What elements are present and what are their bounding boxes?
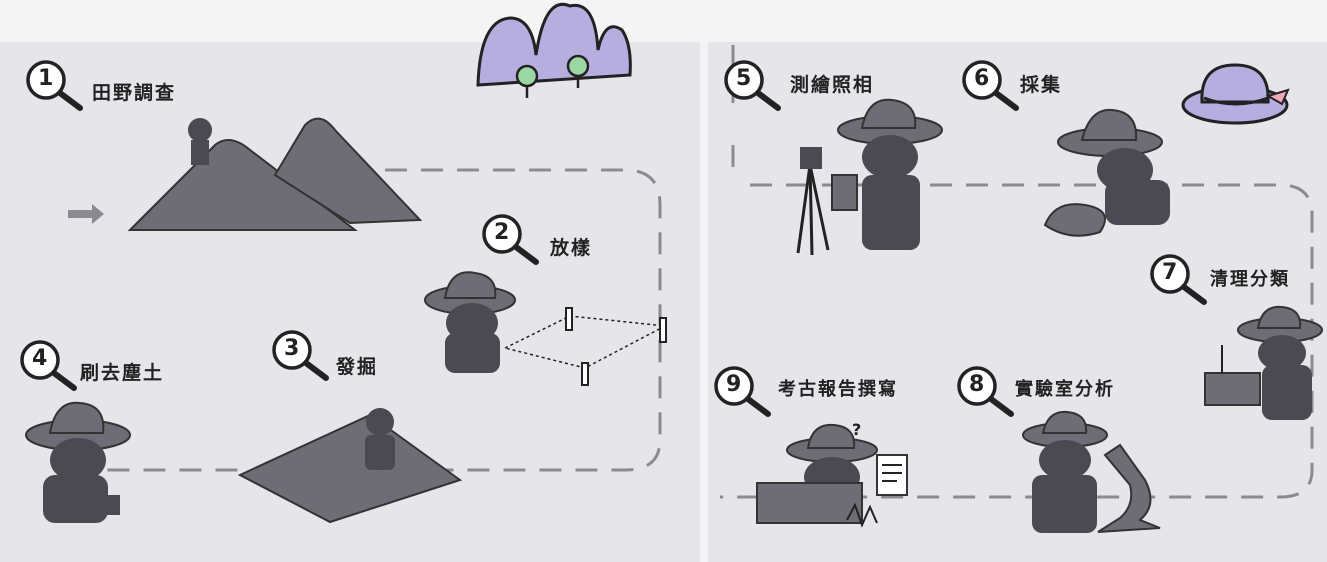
stage-number: 6 <box>974 66 992 91</box>
stage-number: 1 <box>38 66 56 91</box>
magnifier-icon <box>272 330 329 381</box>
stage-number: 7 <box>1162 260 1180 285</box>
stage-number: 5 <box>736 66 754 91</box>
magnifier-icon <box>482 214 539 265</box>
magnifier-icon <box>962 60 1019 111</box>
magnifier-icon <box>957 366 1014 417</box>
stage-label: 田野調查 <box>92 82 177 104</box>
stage-number: 8 <box>969 372 987 397</box>
svg-text:?: ? <box>852 420 861 439</box>
excavation-pit <box>237 408 463 524</box>
stage-label: 考古報告撰寫 <box>778 379 898 400</box>
stage-label: 刷去塵土 <box>80 362 165 384</box>
stage-label: 實驗室分析 <box>1015 379 1115 400</box>
stage-label: 放樣 <box>550 237 593 259</box>
mountains-icon <box>476 2 632 98</box>
hat-icon <box>1181 63 1290 125</box>
magnifier-icon <box>724 60 781 111</box>
stage-number: 9 <box>726 372 744 397</box>
report-writing-figure: ? <box>756 420 908 528</box>
stage-label: 發掘 <box>336 356 379 378</box>
hills-icon <box>127 117 423 231</box>
surveying-figure <box>796 98 943 256</box>
stage-number: 4 <box>32 346 50 371</box>
start-arrow-icon <box>68 204 104 224</box>
stage-number: 2 <box>494 220 512 245</box>
collecting-figure <box>1043 108 1170 237</box>
magnifier-icon <box>20 340 77 391</box>
magnifier-icon <box>1150 254 1207 305</box>
brushing-figure <box>25 401 131 523</box>
lab-figure <box>1022 410 1161 533</box>
magnifier-icon <box>26 60 83 111</box>
stage-label: 清理分類 <box>1210 269 1290 290</box>
stage-label: 測繪照相 <box>790 74 875 96</box>
sorting-figure <box>1204 305 1323 420</box>
magnifier-icon <box>714 366 771 417</box>
stage-label: 採集 <box>1020 74 1063 96</box>
stage-number: 3 <box>284 336 302 361</box>
surveyor-figure <box>424 271 668 386</box>
